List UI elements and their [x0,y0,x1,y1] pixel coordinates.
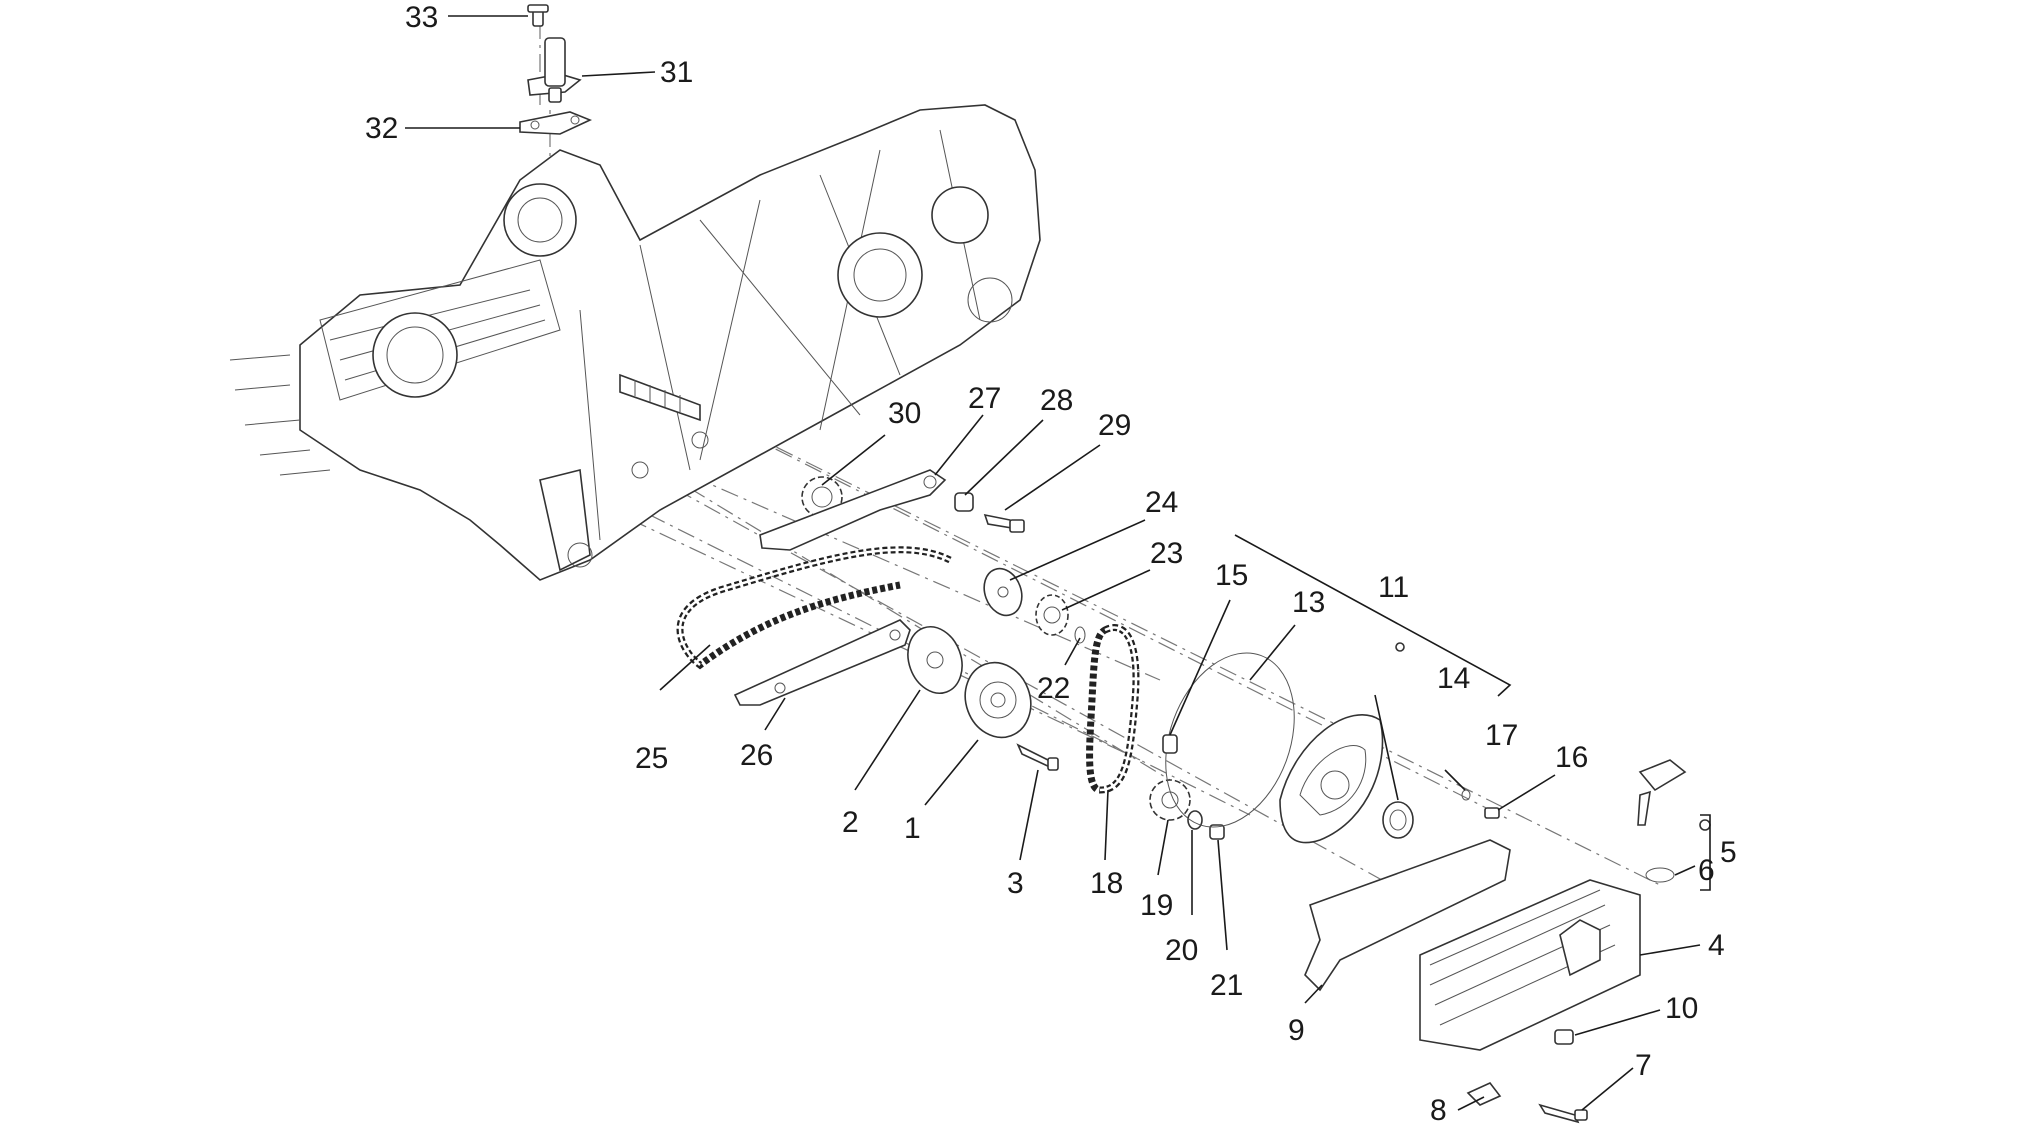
callout-9: 9 [1288,1014,1305,1047]
callout-21: 21 [1210,969,1243,1002]
callout-32: 32 [365,112,398,145]
callout-17: 17 [1485,719,1518,752]
callout-26: 26 [740,739,773,772]
callout-7: 7 [1635,1049,1652,1082]
upper-sprocket-and-guide [759,469,1025,551]
callout-11: 11 [1378,571,1409,604]
leader-lines [405,15,1701,1111]
callout-8: 8 [1430,1094,1447,1125]
callout-33: 33 [405,1,438,34]
callout-16: 16 [1555,741,1588,774]
callout-labels: 33 31 32 30 27 28 29 24 23 22 15 13 11 1… [365,1,1737,1125]
oil-sump-assembly [1304,642,1711,1124]
callout-25: 25 [635,742,668,775]
callout-10: 10 [1665,992,1698,1025]
pump-drive-sprocket-set [983,567,1140,794]
callout-6: 6 [1698,854,1715,887]
callout-22: 22 [1037,672,1070,705]
callout-13: 13 [1292,586,1325,619]
driven-sprocket-set [1149,779,1225,840]
callout-15: 15 [1215,559,1248,592]
callout-24: 24 [1145,486,1178,519]
callout-27: 27 [968,382,1001,415]
callout-19: 19 [1140,889,1173,922]
callout-1: 1 [904,812,921,845]
callout-30: 30 [888,397,921,430]
callout-5: 5 [1720,836,1737,869]
crankcase-housing [229,104,1041,581]
callout-31: 31 [660,56,693,89]
timing-chain-and-slider [676,546,952,706]
callout-20: 20 [1165,934,1198,967]
callout-4: 4 [1708,929,1725,962]
callout-29: 29 [1098,409,1131,442]
group-brackets [1234,534,1711,891]
callout-14: 14 [1437,662,1470,695]
callout-28: 28 [1040,384,1073,417]
callout-18: 18 [1090,867,1123,900]
callout-3: 3 [1007,867,1024,900]
oil-pump-assembly [907,626,1059,771]
callout-23: 23 [1150,537,1183,570]
callout-2: 2 [842,806,859,839]
cover-assembly [1162,652,1500,844]
tensioner-assembly [519,4,593,135]
